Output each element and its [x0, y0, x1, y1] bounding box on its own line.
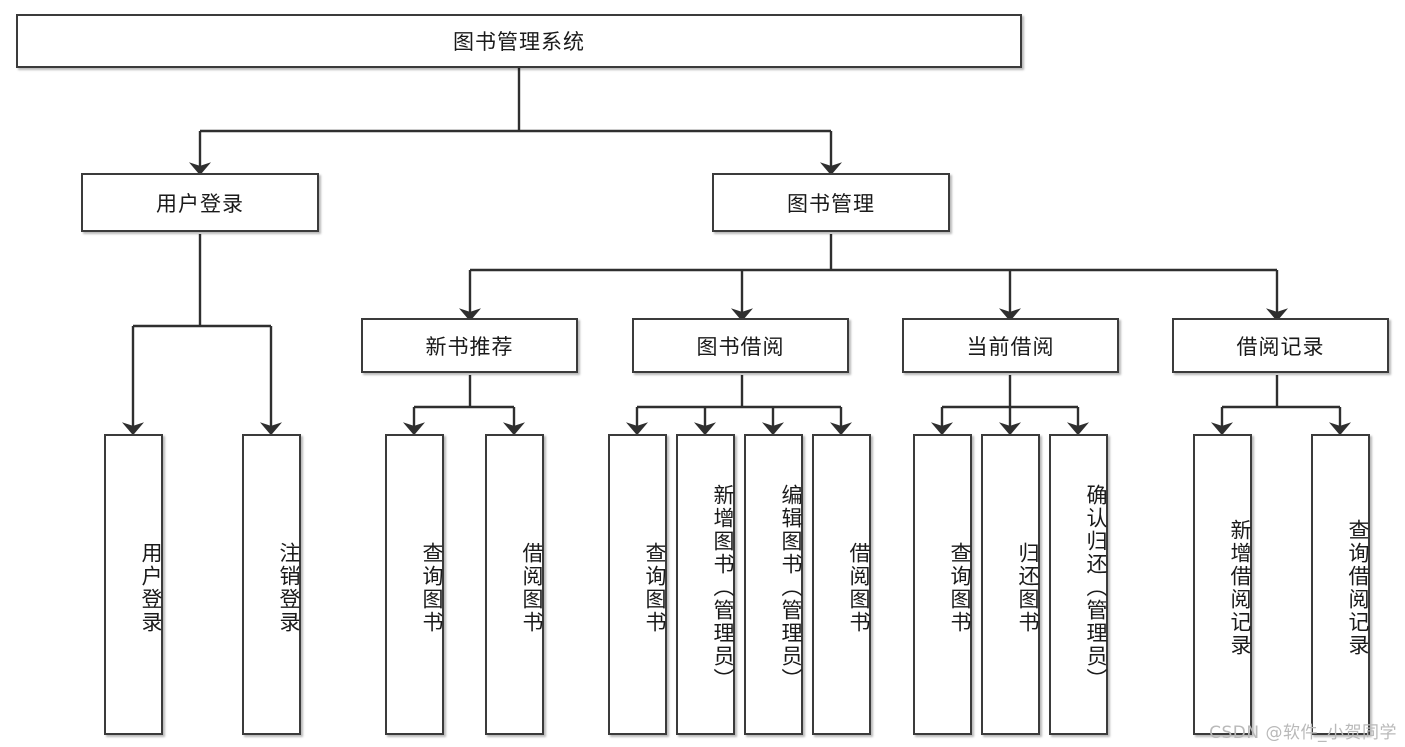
leaf-logout[interactable]: 注销登录 — [242, 434, 301, 735]
node-root[interactable]: 图书管理系统 — [16, 14, 1022, 68]
leaf-query-book-3[interactable]: 查询图书 — [913, 434, 972, 735]
watermark: CSDN @软件_小贺同学 — [1209, 723, 1397, 743]
leaf-query-record-label: 查询借阅记录 — [1346, 518, 1370, 657]
leaf-edit-book[interactable]: 编辑图书（管理员） — [744, 434, 803, 735]
leaf-add-book[interactable]: 新增图书（管理员） — [676, 434, 735, 735]
node-book-borrow-label: 图书借阅 — [696, 334, 785, 359]
node-new-book-rec-label: 新书推荐 — [425, 334, 514, 359]
leaf-add-book-label: 新增图书（管理员） — [711, 484, 735, 691]
node-book-manage-label: 图书管理 — [787, 191, 875, 216]
node-current-borrow-label: 当前借阅 — [966, 334, 1055, 359]
node-user-login[interactable]: 用户登录 — [81, 173, 319, 232]
leaf-borrow-book-2-label: 借阅图书 — [847, 541, 871, 634]
leaf-borrow-book-2[interactable]: 借阅图书 — [812, 434, 871, 735]
leaf-query-record[interactable]: 查询借阅记录 — [1311, 434, 1370, 735]
leaf-confirm-return[interactable]: 确认归还（管理员） — [1049, 434, 1108, 735]
leaf-add-record[interactable]: 新增借阅记录 — [1193, 434, 1252, 735]
leaf-return-book[interactable]: 归还图书 — [981, 434, 1040, 735]
leaf-query-book-2-label: 查询图书 — [643, 541, 667, 634]
leaf-return-book-label: 归还图书 — [1016, 541, 1040, 634]
leaf-user-login[interactable]: 用户登录 — [104, 434, 163, 735]
leaf-edit-book-label: 编辑图书（管理员） — [779, 484, 803, 691]
node-root-label: 图书管理系统 — [453, 30, 585, 54]
leaf-user-login-label: 用户登录 — [139, 541, 163, 634]
leaf-query-book-3-label: 查询图书 — [948, 541, 972, 634]
node-book-borrow[interactable]: 图书借阅 — [632, 318, 849, 373]
node-current-borrow[interactable]: 当前借阅 — [902, 318, 1119, 373]
leaf-add-record-label: 新增借阅记录 — [1228, 518, 1252, 657]
leaf-borrow-book-1-label: 借阅图书 — [520, 541, 544, 634]
leaf-borrow-book-1[interactable]: 借阅图书 — [485, 434, 544, 735]
node-user-login-label: 用户登录 — [156, 191, 244, 216]
node-borrow-record[interactable]: 借阅记录 — [1172, 318, 1389, 373]
leaf-query-book-1-label: 查询图书 — [420, 541, 444, 634]
leaf-query-book-2[interactable]: 查询图书 — [608, 434, 667, 735]
node-borrow-record-label: 借阅记录 — [1236, 334, 1325, 359]
node-new-book-rec[interactable]: 新书推荐 — [361, 318, 578, 373]
node-book-manage[interactable]: 图书管理 — [712, 173, 950, 232]
leaf-query-book-1[interactable]: 查询图书 — [385, 434, 444, 735]
leaf-logout-label: 注销登录 — [277, 541, 301, 634]
leaf-confirm-return-label: 确认归还（管理员） — [1084, 484, 1108, 691]
